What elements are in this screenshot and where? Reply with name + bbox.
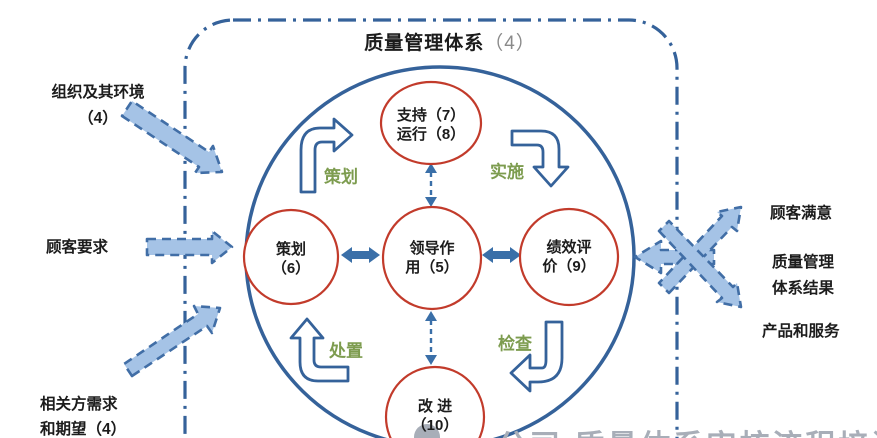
diagram-title-text: 质量管理体系 <box>364 33 485 55</box>
act-arrow-icon <box>289 317 350 383</box>
node-evaluation: 绩效评 价（9） <box>542 238 595 276</box>
watermark-logo-dot <box>414 424 440 438</box>
input-label-interested-parties: 相关方需求 和期望（4） <box>40 392 126 438</box>
node-evaluation-line1: 绩效评 <box>546 239 592 256</box>
output-label-qms-results: 质量管理 体系结果 <box>772 250 834 302</box>
output-label-products-services: 产品和服务 <box>762 323 840 340</box>
input-parties-line1: 相关方需求 <box>40 396 118 413</box>
pdca-label-act: 处置 <box>329 341 363 361</box>
planning-circle <box>242 208 340 306</box>
node-planning-line2: （6） <box>271 260 311 277</box>
vertical-connector-top <box>425 163 437 207</box>
output-arrow-down-icon <box>657 219 743 309</box>
node-support-operation: 支持（7） 运行（8） <box>397 106 465 144</box>
input-arrows <box>120 99 234 378</box>
pdca-label-check: 检查 <box>498 334 532 354</box>
clause-circles <box>242 80 620 438</box>
output-arrows <box>633 205 743 309</box>
evaluation-circle <box>518 207 620 307</box>
node-leadership: 领导作 用（5） <box>405 239 458 277</box>
do-arrow-icon <box>510 129 570 188</box>
pdca-arrows <box>289 117 570 393</box>
input-parties-line2: 和期望（4） <box>40 421 127 438</box>
output-arrow-up-icon <box>657 205 743 295</box>
diagram-title: 质量管理体系（4） <box>364 32 536 56</box>
input-arrow-org-icon <box>120 99 224 175</box>
improvement-circle <box>384 365 486 438</box>
input-label-organization: 组织及其环境 （4） <box>51 80 144 132</box>
node-improvement-line2: （10） <box>411 417 459 434</box>
output-arrow-left-icon <box>633 239 716 275</box>
input-arrow-parties-icon <box>122 304 222 378</box>
input-label-customer-requirements: 顾客要求 <box>46 239 109 256</box>
output-label-customer-satisfaction: 顾客满意 <box>770 205 833 222</box>
node-leadership-line1: 领导作 <box>409 240 455 257</box>
input-organization-line2: （4） <box>78 110 118 127</box>
node-support-line2: 运行（8） <box>396 126 466 143</box>
node-evaluation-line2: 价（9） <box>542 258 596 275</box>
output-qms-results-line1: 质量管理 <box>772 254 835 271</box>
node-improvement-line1: 改 进 <box>417 398 453 415</box>
pdca-label-do: 实施 <box>490 162 524 182</box>
pdca-label-plan: 策划 <box>324 167 358 187</box>
node-leadership-line2: 用（5） <box>405 259 459 276</box>
check-arrow-icon <box>509 320 564 393</box>
output-qms-results-line2: 体系结果 <box>772 280 835 297</box>
leadership-circle <box>381 205 483 311</box>
node-planning: 策划 （6） <box>272 240 310 278</box>
node-planning-line1: 策划 <box>275 241 306 258</box>
input-arrow-customer-icon <box>145 229 234 265</box>
input-organization-line1: 组织及其环境 <box>51 84 145 101</box>
vertical-connector-bottom <box>425 311 437 365</box>
node-support-line1: 支持（7） <box>396 107 466 124</box>
horizontal-connector-right <box>482 247 521 263</box>
plan-arrow-icon <box>299 117 354 194</box>
support-operation-circle <box>379 80 483 166</box>
watermark-text: 公司 质量体系审核流程培训 <box>497 421 877 438</box>
node-improvement: 改 进 （10） <box>412 397 459 435</box>
diagram-title-clause: （4） <box>484 33 536 55</box>
horizontal-connector-left <box>341 247 380 263</box>
